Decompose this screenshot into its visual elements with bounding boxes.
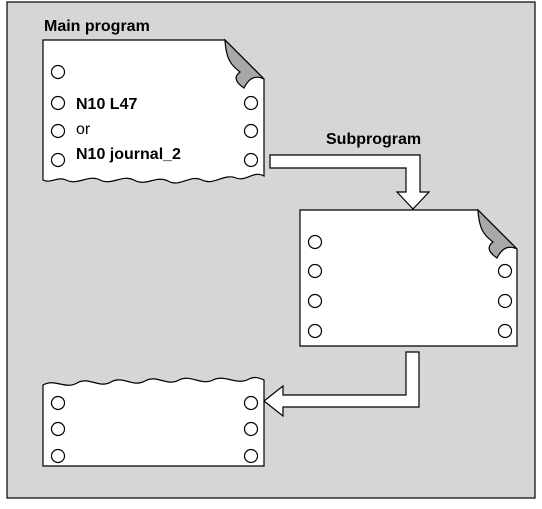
punch-hole xyxy=(243,421,259,437)
punch-holes xyxy=(50,395,259,464)
punch-hole xyxy=(307,234,323,250)
punch-hole xyxy=(307,293,323,309)
punch-holes xyxy=(307,234,513,339)
call-connector-label: or xyxy=(76,121,91,138)
main-program-title: Main program xyxy=(44,18,150,35)
main-program-continuation-sheet xyxy=(42,376,265,467)
punch-hole xyxy=(50,448,66,464)
call-arrow xyxy=(269,154,431,210)
punch-hole xyxy=(243,448,259,464)
punch-hole xyxy=(50,123,66,139)
punch-hole xyxy=(307,323,323,339)
punch-hole xyxy=(243,95,259,111)
punch-hole xyxy=(243,152,259,168)
sheet-body xyxy=(42,376,265,467)
punch-hole xyxy=(307,263,323,279)
punch-hole xyxy=(497,323,513,339)
call-primary-label: N10 L47 xyxy=(76,96,137,113)
punch-hole xyxy=(50,64,66,80)
dog-ear-fold xyxy=(477,208,518,259)
punch-hole xyxy=(497,263,513,279)
punch-hole xyxy=(50,152,66,168)
sheet-body xyxy=(299,209,518,347)
subprogram-sheet xyxy=(299,208,518,347)
call-alternative-label: N10 journal_2 xyxy=(76,146,181,163)
punch-hole xyxy=(243,123,259,139)
punch-hole xyxy=(50,421,66,437)
punch-holes xyxy=(50,64,259,168)
punch-hole xyxy=(50,95,66,111)
punch-hole xyxy=(50,395,66,411)
sheet-body xyxy=(42,39,265,184)
subprogram-title: Subprogram xyxy=(326,131,421,148)
return-arrow xyxy=(263,351,420,418)
dog-ear-fold xyxy=(224,38,265,89)
punch-hole xyxy=(243,395,259,411)
main-program-sheet: N10 L47 or N10 journal_2 xyxy=(42,38,265,184)
punch-hole xyxy=(497,293,513,309)
